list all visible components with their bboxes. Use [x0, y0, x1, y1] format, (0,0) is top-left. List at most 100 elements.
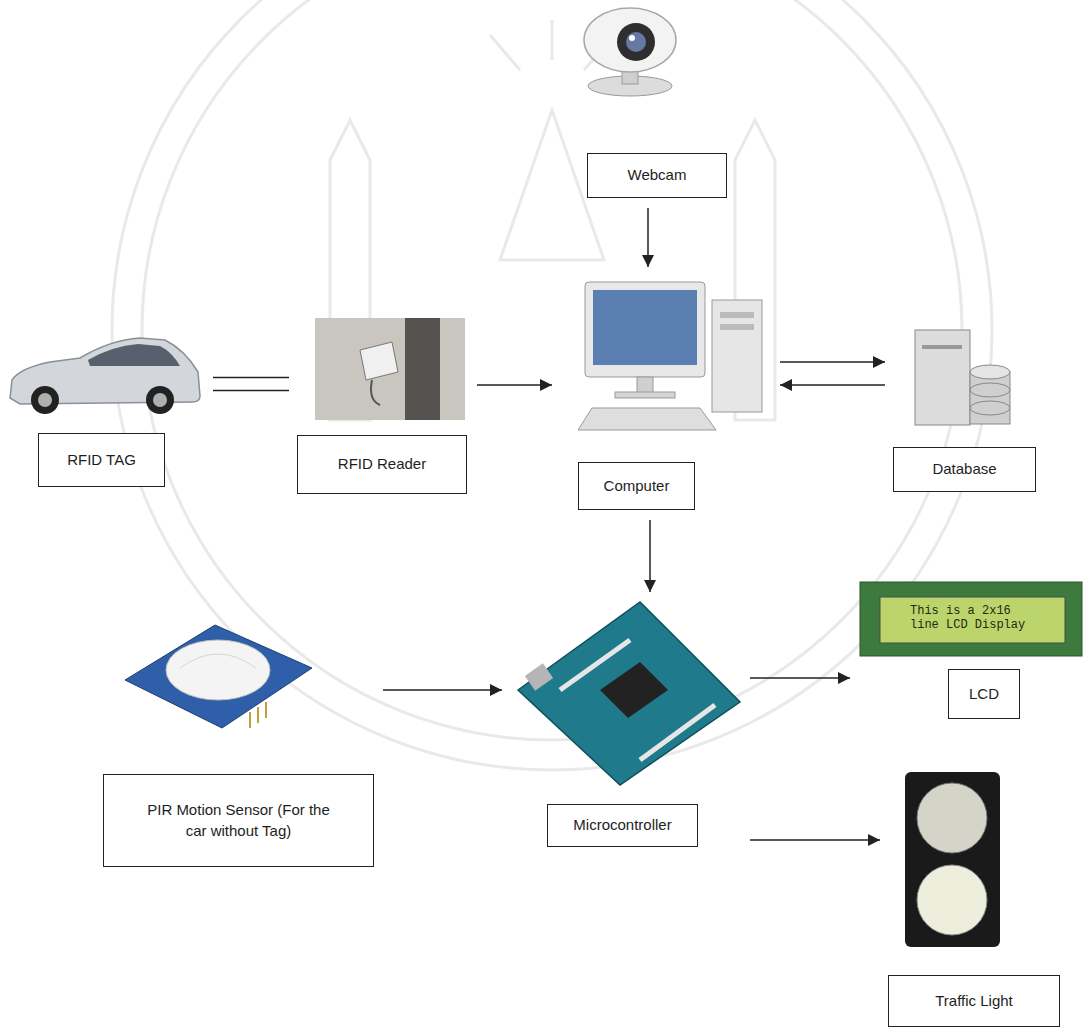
database-picture — [915, 330, 970, 425]
webcam-picture — [626, 32, 646, 52]
arrow-connector — [780, 362, 885, 363]
component-node: Computer — [560, 275, 772, 512]
label-box: RFID TAG — [38, 433, 165, 487]
car-picture — [88, 344, 180, 366]
car-picture — [153, 393, 167, 407]
computer-picture — [712, 300, 762, 412]
component-node: Microcontroller — [510, 600, 742, 849]
component-node: RFID Reader — [297, 315, 469, 496]
database-picture — [970, 365, 1010, 379]
car-picture — [10, 338, 200, 414]
arrow-connector — [477, 385, 552, 386]
microcontroller-board-picture — [640, 705, 715, 760]
label-box: Computer — [578, 462, 695, 510]
label-box: Microcontroller — [547, 804, 698, 847]
connector-line — [647, 208, 649, 267]
car-picture — [31, 386, 59, 414]
connector-line — [383, 689, 502, 691]
link-line — [213, 378, 289, 391]
component-label: Database — [932, 459, 996, 479]
webcam-picture — [617, 23, 655, 61]
computer-picture — [720, 312, 754, 318]
webcam-picture — [584, 8, 676, 72]
component-label: Microcontroller — [573, 815, 671, 835]
connector-line — [780, 384, 885, 386]
database-picture — [922, 345, 962, 349]
traffic-light-picture — [917, 865, 987, 935]
rfid-reader-picture — [360, 342, 398, 380]
webcam-picture — [584, 8, 676, 96]
pir-sensor-picture — [166, 640, 270, 700]
traffic-light-picture — [905, 772, 1000, 947]
microcontroller-board-picture — [525, 663, 553, 690]
connector-line — [477, 384, 552, 386]
microcontroller-board-picture — [518, 602, 740, 785]
lcd-screen-text: This is a 2x16 line LCD Display — [910, 604, 1035, 633]
label-box: RFID Reader — [297, 435, 467, 494]
database-picture — [970, 401, 1010, 415]
arrow-connector — [750, 678, 850, 679]
computer-picture — [578, 282, 762, 430]
arrow-connector — [383, 690, 502, 691]
component-label: Computer — [604, 476, 670, 496]
component-label: PIR Motion Sensor (For the car without T… — [146, 800, 331, 841]
rfid-reader-picture — [315, 318, 465, 420]
label-box: PIR Motion Sensor (For the car without T… — [103, 774, 374, 867]
connector-line — [750, 839, 880, 841]
connector-line — [213, 390, 289, 392]
pir-sensor-picture — [180, 654, 256, 668]
component-label: LCD — [969, 684, 999, 704]
arrow-connector — [650, 520, 651, 592]
component-node: Traffic Light — [888, 770, 1062, 1029]
label-box: LCD — [948, 669, 1020, 719]
traffic-light-picture — [905, 772, 1000, 947]
seal-watermark — [142, 0, 962, 740]
rfid-reader-picture — [405, 318, 440, 420]
lcd-picture — [880, 597, 1065, 643]
connector-line — [213, 377, 289, 379]
arrow-connector — [648, 208, 649, 267]
component-label: Traffic Light — [935, 991, 1013, 1011]
computer-picture — [585, 282, 705, 377]
computer-picture — [593, 290, 697, 365]
lcd-picture — [860, 582, 1082, 656]
webcam-picture — [629, 35, 635, 41]
component-node: PIR Motion Sensor (For the car without T… — [103, 610, 375, 869]
component-label: Webcam — [628, 165, 687, 185]
car-picture — [38, 393, 52, 407]
component-node: Webcam — [565, 0, 730, 200]
pir-sensor-picture — [125, 625, 312, 728]
car-picture — [146, 386, 174, 414]
arrow-connector — [780, 385, 885, 386]
computer-picture — [615, 392, 675, 398]
component-label: RFID TAG — [67, 450, 136, 470]
connector-line — [750, 677, 850, 679]
microcontroller-board-picture — [518, 602, 740, 785]
component-label: RFID Reader — [338, 454, 426, 474]
connector-line — [649, 520, 651, 592]
pir-sensor-picture — [125, 625, 312, 728]
database-picture — [970, 383, 1010, 397]
database-picture — [915, 330, 1010, 425]
traffic-light-picture — [917, 783, 987, 853]
computer-picture — [637, 377, 653, 393]
microcontroller-board-picture — [600, 662, 668, 718]
lcd-picture — [860, 582, 1082, 656]
component-node: Database — [893, 310, 1038, 494]
computer-picture — [720, 324, 754, 330]
connector-line — [780, 361, 885, 363]
microcontroller-board-picture — [560, 640, 630, 690]
label-box: Traffic Light — [888, 975, 1060, 1027]
arrow-connector — [750, 840, 880, 841]
database-picture — [970, 372, 1010, 424]
component-node: RFID TAG — [0, 335, 205, 490]
rfid-reader-picture — [371, 380, 380, 405]
rfid-reader-picture — [315, 318, 465, 420]
component-node: LCD — [858, 578, 1084, 721]
pir-sensor-picture — [250, 702, 266, 728]
computer-picture — [578, 408, 716, 430]
label-box: Database — [893, 447, 1036, 492]
